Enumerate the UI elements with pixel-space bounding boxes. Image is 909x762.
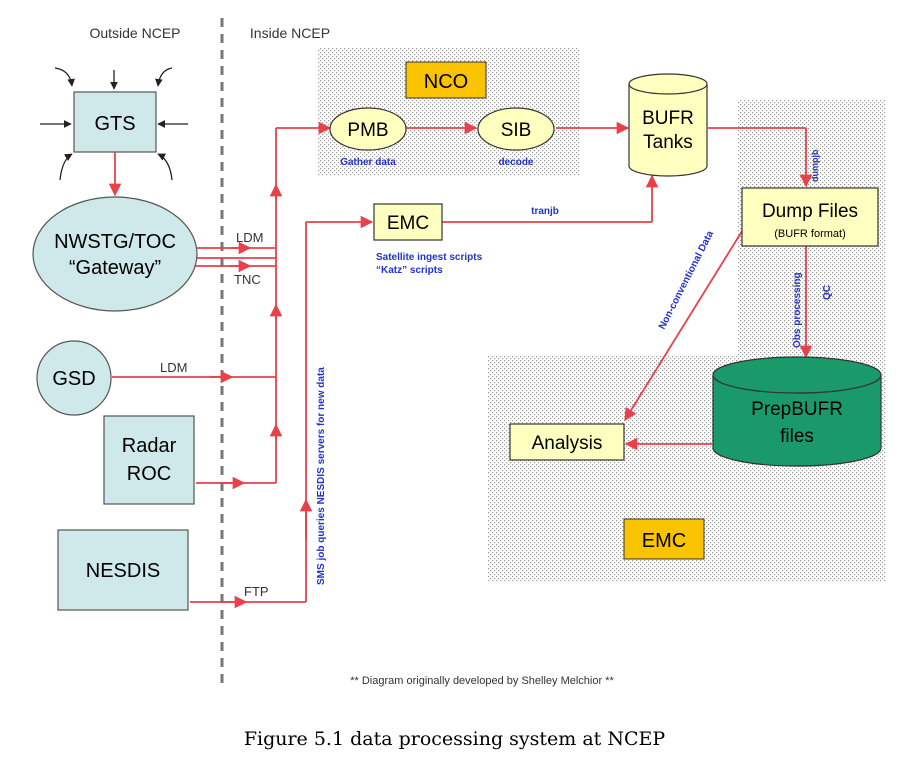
decode-label: decode	[498, 157, 533, 168]
gts-inputs	[40, 67, 188, 181]
emc-label: EMC	[642, 530, 686, 552]
gsd-label: GSD	[52, 368, 95, 390]
pmb-label: PMB	[347, 120, 388, 141]
nwstg-gateway-ellipse	[32, 196, 198, 312]
trunk-arrowheads	[210, 183, 313, 609]
nco-label-box	[405, 61, 487, 99]
dump-files-label: Dump Files	[762, 201, 858, 222]
analysis-label: Analysis	[532, 433, 603, 454]
ldm-gsd-label: LDM	[160, 360, 187, 375]
satellite-ingest-label: Satellite ingest scripts	[376, 252, 483, 263]
sib-ellipse	[477, 107, 555, 151]
tnc-label: TNC	[234, 272, 261, 287]
emc-process-label: EMC	[387, 213, 429, 234]
inside-ncep-label: Inside NCEP	[250, 25, 330, 41]
gather-data-label: Gather data	[340, 157, 396, 168]
prepbufr-label: PrepBUFR	[751, 399, 843, 420]
ldm-top-label: LDM	[236, 230, 263, 245]
radar-roc-box	[103, 415, 195, 505]
nesdis-box	[57, 529, 189, 611]
bufr-tanks-cylinder	[628, 73, 708, 177]
emc-label-box	[623, 518, 705, 560]
sib-label: SIB	[501, 120, 532, 141]
roc-label: ROC	[127, 463, 171, 485]
nesdis-label: NESDIS	[86, 560, 160, 582]
bufr-format-label: (BUFR format)	[774, 228, 846, 240]
gsd-circle	[36, 340, 112, 416]
tanks-label: Tanks	[643, 132, 693, 153]
tranjb-label: tranjb	[531, 206, 559, 217]
non-conventional-data-label: Non-conventional Data	[657, 229, 716, 331]
emc-process-box	[373, 203, 443, 241]
nwstg-label: NWSTG/TOC	[54, 231, 176, 253]
figure-caption: Figure 5.1 data processing system at NCE…	[243, 728, 666, 750]
prepbufr-files-label: files	[780, 426, 814, 447]
diagram-credit: ** Diagram originally developed by Shell…	[350, 675, 614, 687]
dump-files-box	[741, 187, 879, 247]
qc-label: QC	[822, 285, 833, 300]
ftp-label: FTP	[244, 584, 269, 599]
gateway-label: “Gateway”	[69, 257, 161, 279]
gts-box	[73, 91, 157, 153]
outside-ncep-label: Outside NCEP	[89, 25, 180, 41]
nco-label: NCO	[424, 71, 468, 93]
katz-scripts-label: “Katz” scripts	[376, 265, 443, 276]
obs-processing-label: Obs processing	[792, 272, 803, 348]
gts-label: GTS	[94, 113, 135, 135]
bufr-label: BUFR	[642, 108, 694, 129]
dumpjb-label: dumpjb	[810, 149, 820, 182]
analysis-box	[509, 423, 625, 461]
pmb-ellipse	[329, 107, 407, 151]
sms-job-label: SMS job queries NESDIS servers for new d…	[316, 367, 327, 585]
prepbufr-cylinder	[712, 356, 882, 467]
radar-label: Radar	[122, 435, 177, 457]
